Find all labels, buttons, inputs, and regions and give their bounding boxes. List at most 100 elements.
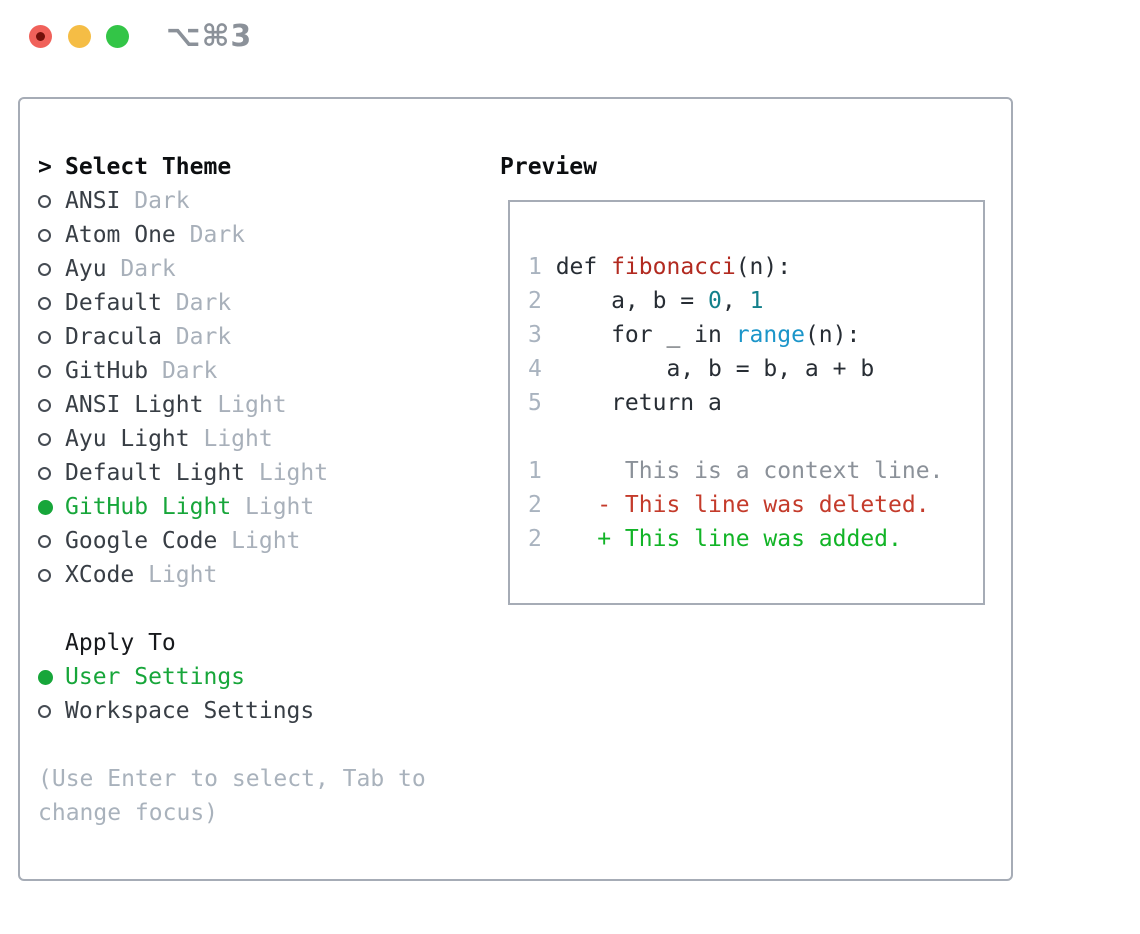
titlebar: ⌥⌘3 bbox=[0, 0, 1140, 70]
radio-unselected-icon bbox=[38, 704, 65, 718]
code-token-t: (n): bbox=[735, 254, 792, 280]
spacer bbox=[38, 592, 438, 626]
radio-unselected-icon bbox=[38, 228, 65, 242]
theme-option-label: Dracula bbox=[65, 324, 162, 350]
radio-unselected-icon bbox=[38, 568, 65, 582]
line-number: 2 bbox=[528, 288, 542, 314]
prompt-chevron-icon: > bbox=[38, 154, 52, 180]
code-token-fn: fibonacci bbox=[611, 254, 736, 280]
code-token-t: def bbox=[555, 254, 612, 280]
radio-unselected-icon bbox=[38, 398, 65, 412]
code-token-t: a, b = bbox=[555, 288, 709, 314]
code-blank-line bbox=[528, 420, 983, 454]
line-number: 4 bbox=[528, 356, 542, 382]
keyboard-hint: (Use Enter to select, Tab to change focu… bbox=[38, 766, 426, 826]
line-number: 5 bbox=[528, 390, 542, 416]
theme-option-default-light[interactable]: Default Light Light bbox=[38, 456, 438, 490]
line-number: 2 bbox=[528, 526, 542, 552]
theme-option-xcode[interactable]: XCode Light bbox=[38, 558, 438, 592]
code-token-t: (n): bbox=[804, 322, 861, 348]
theme-variant-tag: Light bbox=[245, 494, 315, 520]
theme-option-label: Default Light bbox=[65, 460, 246, 486]
code-token-bi: range bbox=[735, 322, 805, 348]
radio-unselected-icon bbox=[38, 466, 65, 480]
theme-variant-tag: Dark bbox=[134, 188, 190, 214]
code-line: 5 return a bbox=[528, 386, 983, 420]
theme-variant-tag: Dark bbox=[175, 324, 232, 350]
theme-option-github-light[interactable]: GitHub Light Light bbox=[38, 490, 438, 524]
theme-variant-tag: Light bbox=[231, 528, 301, 554]
theme-option-ansi-light[interactable]: ANSI Light Light bbox=[38, 388, 438, 422]
radio-unselected-icon bbox=[38, 194, 65, 208]
theme-option-ansi[interactable]: ANSI Dark bbox=[38, 184, 438, 218]
theme-variant-tag: Light bbox=[258, 460, 329, 486]
radio-unselected-icon bbox=[38, 364, 65, 378]
theme-option-label: Ayu bbox=[65, 256, 107, 282]
apply-to-header: Apply To bbox=[38, 626, 438, 660]
theme-option-ayu-light[interactable]: Ayu Light Light bbox=[38, 422, 438, 456]
theme-option-label: GitHub bbox=[65, 358, 149, 384]
theme-option-atom-one[interactable]: Atom One Dark bbox=[38, 218, 438, 252]
apply-option-user-settings[interactable]: User Settings bbox=[38, 660, 438, 694]
line-number: 3 bbox=[528, 322, 542, 348]
apply-option-label: Workspace Settings bbox=[65, 698, 315, 724]
code-token-t: return a bbox=[555, 390, 722, 416]
apply-option-label: User Settings bbox=[65, 664, 246, 690]
line-number: 1 bbox=[528, 254, 542, 280]
radio-unselected-icon bbox=[38, 534, 65, 548]
select-theme-header: > Select Theme bbox=[38, 150, 438, 184]
code-line: 3 for _ in range(n): bbox=[528, 318, 983, 352]
maximize-button-icon[interactable] bbox=[106, 25, 129, 48]
theme-variant-tag: Dark bbox=[189, 222, 246, 248]
theme-variant-tag: Light bbox=[148, 562, 218, 588]
close-button-icon[interactable] bbox=[29, 25, 52, 48]
theme-option-label: Google Code bbox=[65, 528, 218, 554]
theme-variant-tag: Dark bbox=[120, 256, 176, 282]
code-line: 2 a, b = 0, 1 bbox=[528, 284, 983, 318]
theme-option-dracula[interactable]: Dracula Dark bbox=[38, 320, 438, 354]
preview-title: Preview bbox=[500, 154, 597, 180]
code-line: 1 This is a context line. bbox=[528, 454, 983, 488]
code-line: 2 - This line was deleted. bbox=[528, 488, 983, 522]
theme-option-label: GitHub Light bbox=[65, 494, 232, 520]
radio-unselected-icon bbox=[38, 330, 65, 344]
theme-variant-tag: Light bbox=[217, 392, 287, 418]
radio-unselected-icon bbox=[38, 296, 65, 310]
select-theme-title: Select Theme bbox=[65, 154, 232, 180]
minimize-button-icon[interactable] bbox=[68, 25, 91, 48]
theme-option-label: ANSI bbox=[65, 188, 121, 214]
spacer bbox=[38, 728, 438, 762]
line-number: 2 bbox=[528, 492, 542, 518]
code-token-nm: 1 bbox=[749, 288, 764, 314]
theme-option-label: Default bbox=[65, 290, 162, 316]
theme-option-label: Ayu Light bbox=[65, 426, 190, 452]
theme-option-label: XCode bbox=[65, 562, 135, 588]
radio-selected-icon bbox=[38, 499, 65, 515]
theme-option-default[interactable]: Default Dark bbox=[38, 286, 438, 320]
code-token-del: - This line was deleted. bbox=[555, 492, 930, 518]
window-shortcut-label: ⌥⌘3 bbox=[166, 19, 253, 54]
code-token-t: for _ in bbox=[555, 322, 736, 348]
line-number: 1 bbox=[528, 458, 542, 484]
code-token-add: + This line was added. bbox=[555, 526, 902, 552]
apply-option-workspace-settings[interactable]: Workspace Settings bbox=[38, 694, 438, 728]
theme-option-google-code[interactable]: Google Code Light bbox=[38, 524, 438, 558]
theme-option-label: ANSI Light bbox=[65, 392, 204, 418]
theme-variant-tag: Light bbox=[203, 426, 273, 452]
code-line: 2 + This line was added. bbox=[528, 522, 983, 556]
radio-unselected-icon bbox=[38, 432, 65, 446]
radio-selected-icon bbox=[38, 669, 65, 685]
code-line: 4 a, b = b, a + b bbox=[528, 352, 983, 386]
code-line: 1 def fibonacci(n): bbox=[528, 250, 983, 284]
theme-option-ayu[interactable]: Ayu Dark bbox=[38, 252, 438, 286]
radio-unselected-icon bbox=[38, 262, 65, 276]
theme-option-label: Atom One bbox=[65, 222, 176, 248]
theme-variant-tag: Dark bbox=[175, 290, 232, 316]
